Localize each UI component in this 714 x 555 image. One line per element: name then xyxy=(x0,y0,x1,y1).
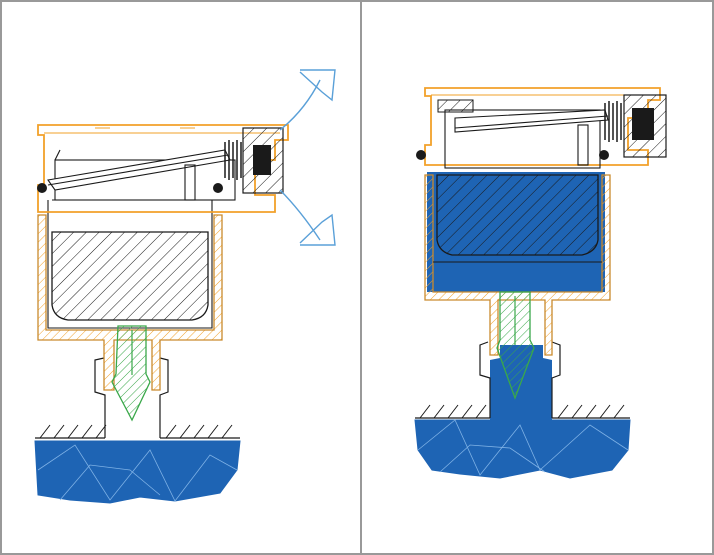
pipe-wall-left xyxy=(35,357,240,439)
needle-stem-left xyxy=(111,325,151,422)
seal-ring-right-b xyxy=(599,150,609,160)
float-left xyxy=(51,231,209,321)
water-facets-right xyxy=(417,419,629,476)
spring-left xyxy=(224,140,242,180)
cap-left xyxy=(37,124,289,213)
float-right xyxy=(436,174,599,256)
valve-body-left xyxy=(37,214,223,391)
seal-ring-left-a xyxy=(37,183,47,193)
lever-mechanism-left xyxy=(47,149,236,201)
seal-ring-left-b xyxy=(213,183,223,193)
right-panel xyxy=(414,87,667,479)
vent-screw-right xyxy=(623,94,667,158)
air-arrow-up xyxy=(279,69,336,246)
water-reservoir-left xyxy=(34,440,241,504)
vent-screw-left xyxy=(242,127,284,194)
water-facets-left xyxy=(37,444,238,502)
spring-right xyxy=(604,101,622,142)
hinge-block-right xyxy=(437,99,474,113)
pipe-wall-right xyxy=(415,341,630,419)
water-reservoir-right xyxy=(414,419,631,479)
lever-mechanism-right xyxy=(444,109,609,169)
valve-body-right xyxy=(424,174,611,356)
left-panel xyxy=(34,69,336,504)
seal-ring-right-a xyxy=(416,150,426,160)
